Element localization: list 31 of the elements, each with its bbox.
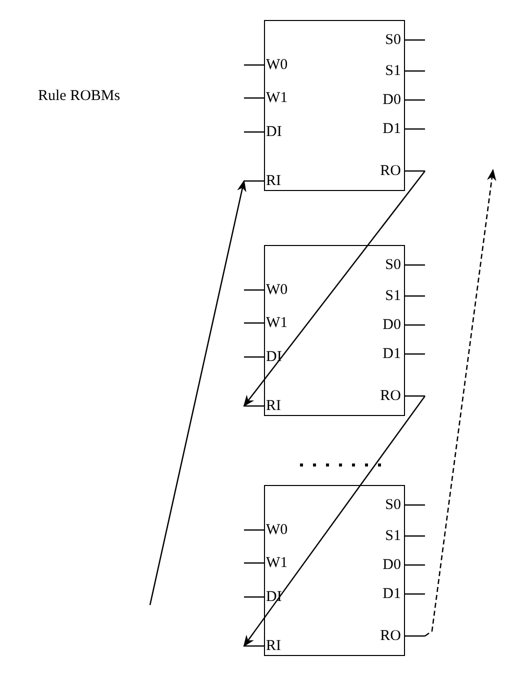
pin-label: RI (266, 397, 281, 415)
pin-label: DI (266, 348, 282, 366)
pin-label: RO (380, 162, 401, 180)
pin-label: S1 (385, 62, 401, 80)
pin-label: RI (266, 172, 281, 190)
pin-label: RO (380, 627, 401, 645)
pin-label: S0 (385, 31, 401, 49)
pin-label: S0 (385, 256, 401, 274)
pin-label: W0 (266, 56, 288, 74)
pin-label: W1 (266, 89, 288, 107)
pin-label: DI (266, 123, 282, 141)
pin-label: S1 (385, 527, 401, 545)
pin-label: D0 (382, 556, 401, 574)
pin-label: S0 (385, 496, 401, 514)
arrow (424, 168, 496, 637)
pin-label: W0 (266, 521, 288, 539)
pin-label: D0 (382, 316, 401, 334)
pin-label: D0 (382, 91, 401, 109)
pin-label: W1 (266, 554, 288, 572)
diagram-label: Rule ROBMs (38, 88, 120, 105)
pin-label: RI (266, 637, 281, 655)
arrow (243, 396, 426, 647)
pin-label: D1 (382, 585, 401, 603)
pin-label: W1 (266, 314, 288, 332)
pin-label: W0 (266, 281, 288, 299)
pin-label: S1 (385, 287, 401, 305)
arrow (149, 180, 246, 606)
pin-label: RO (380, 387, 401, 405)
pin-label: D1 (382, 345, 401, 363)
pin-label: D1 (382, 120, 401, 138)
arrow (243, 170, 426, 407)
